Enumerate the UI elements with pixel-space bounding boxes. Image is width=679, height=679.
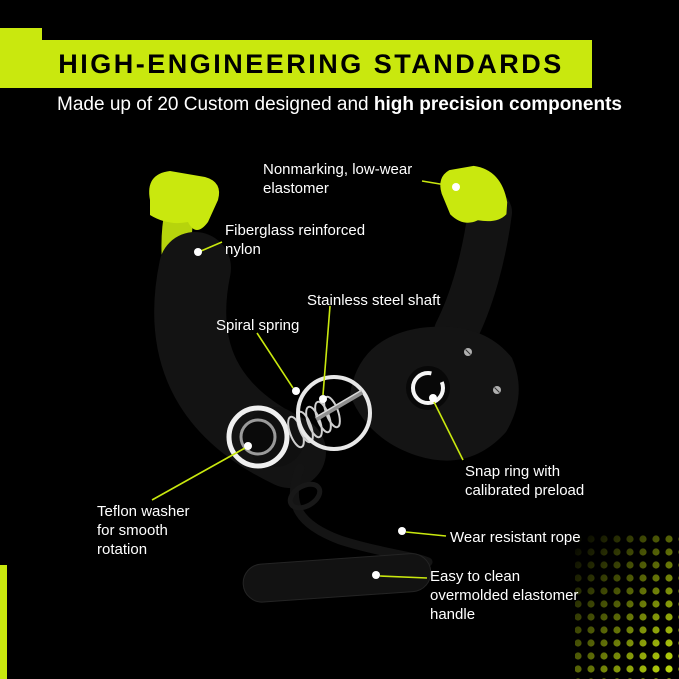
callout-handle: Easy to clean overmolded elastomer handl… (430, 567, 578, 625)
callout-dot-rope (398, 527, 406, 535)
banner: HIGH-ENGINEERING STANDARDS (30, 40, 592, 88)
callout-line-snapring (433, 401, 464, 461)
steel-shaft (314, 389, 364, 422)
callout-line-teflon (151, 447, 246, 501)
callout-fiberglass-line: nylon (225, 241, 261, 259)
screws (464, 348, 501, 394)
right-handle-neck (434, 190, 512, 354)
callout-spring: Spiral spring (216, 316, 299, 335)
callout-shaft-line: Stainless steel shaft (307, 292, 441, 309)
callout-handle-line: Easy to clean (430, 568, 521, 585)
callout-dot-spring (292, 387, 300, 395)
callout-dot-elastomer (452, 183, 460, 191)
rope-handle (242, 553, 432, 603)
callout-handle-line: handle (430, 606, 476, 624)
callout-fiberglass-line: Fiberglass reinforced (225, 222, 366, 239)
callout-dots (194, 183, 460, 579)
subtitle-bold: high precision components (373, 94, 622, 115)
callout-teflon-line: for smooth (97, 522, 168, 540)
callout-teflon: Teflon washer for smooth rotation (97, 502, 190, 560)
callout-elastomer: Nonmarking, low-wear elastomer (263, 160, 412, 198)
callout-elastomer-line: elastomer (263, 180, 329, 198)
snap-ring (411, 371, 445, 405)
callout-lines (151, 180, 464, 579)
callout-shaft: Stainless steel shaft (307, 291, 440, 310)
callout-dot-teflon (244, 442, 252, 450)
banner-title: HIGH-ENGINEERING STANDARDS (58, 48, 564, 79)
callout-dot-shaft (319, 395, 327, 403)
callout-snap-ring: Snap ring with calibrated preload (465, 462, 584, 500)
callout-dot-snapring (429, 394, 437, 402)
callout-line-spring (256, 332, 294, 389)
callout-elastomer-line: Nonmarking, low-wear (263, 161, 413, 178)
callout-dot-handle (372, 571, 380, 579)
callout-snap-ring-line: calibrated preload (465, 482, 585, 500)
steel-shaft-highlight (315, 389, 363, 418)
callout-rope-line: Wear resistant rope (450, 529, 581, 546)
subtitle-regular: Made up of 20 Custom designed and (57, 94, 374, 115)
callout-teflon-line: rotation (97, 541, 148, 559)
spring-seat-ring (296, 375, 372, 451)
callout-line-fiberglass (200, 241, 223, 252)
accent-stripe-left (0, 565, 7, 679)
rope-hook (287, 481, 323, 511)
teflon-washer (226, 405, 290, 469)
callout-snap-ring-line: Snap ring with (465, 463, 561, 480)
callout-spring-line: Spiral spring (216, 317, 300, 334)
callout-dot-fiberglass (194, 248, 202, 256)
left-handle-cap (149, 171, 220, 230)
callout-line-elastomer (421, 180, 453, 187)
halftone-pattern (575, 535, 679, 679)
callout-fiberglass: Fiberglass reinforced nylon (225, 221, 365, 259)
callout-line-handle (379, 575, 428, 579)
callout-teflon-line: Teflon washer (97, 503, 190, 520)
callout-line-shaft (322, 305, 331, 396)
callout-rope: Wear resistant rope (450, 528, 581, 547)
callout-handle-line: overmolded elastomer (430, 587, 579, 605)
subtitle: Made up of 20 Custom designed and high p… (0, 94, 679, 116)
right-handle-cap (440, 165, 508, 223)
callout-line-rope (405, 531, 447, 537)
